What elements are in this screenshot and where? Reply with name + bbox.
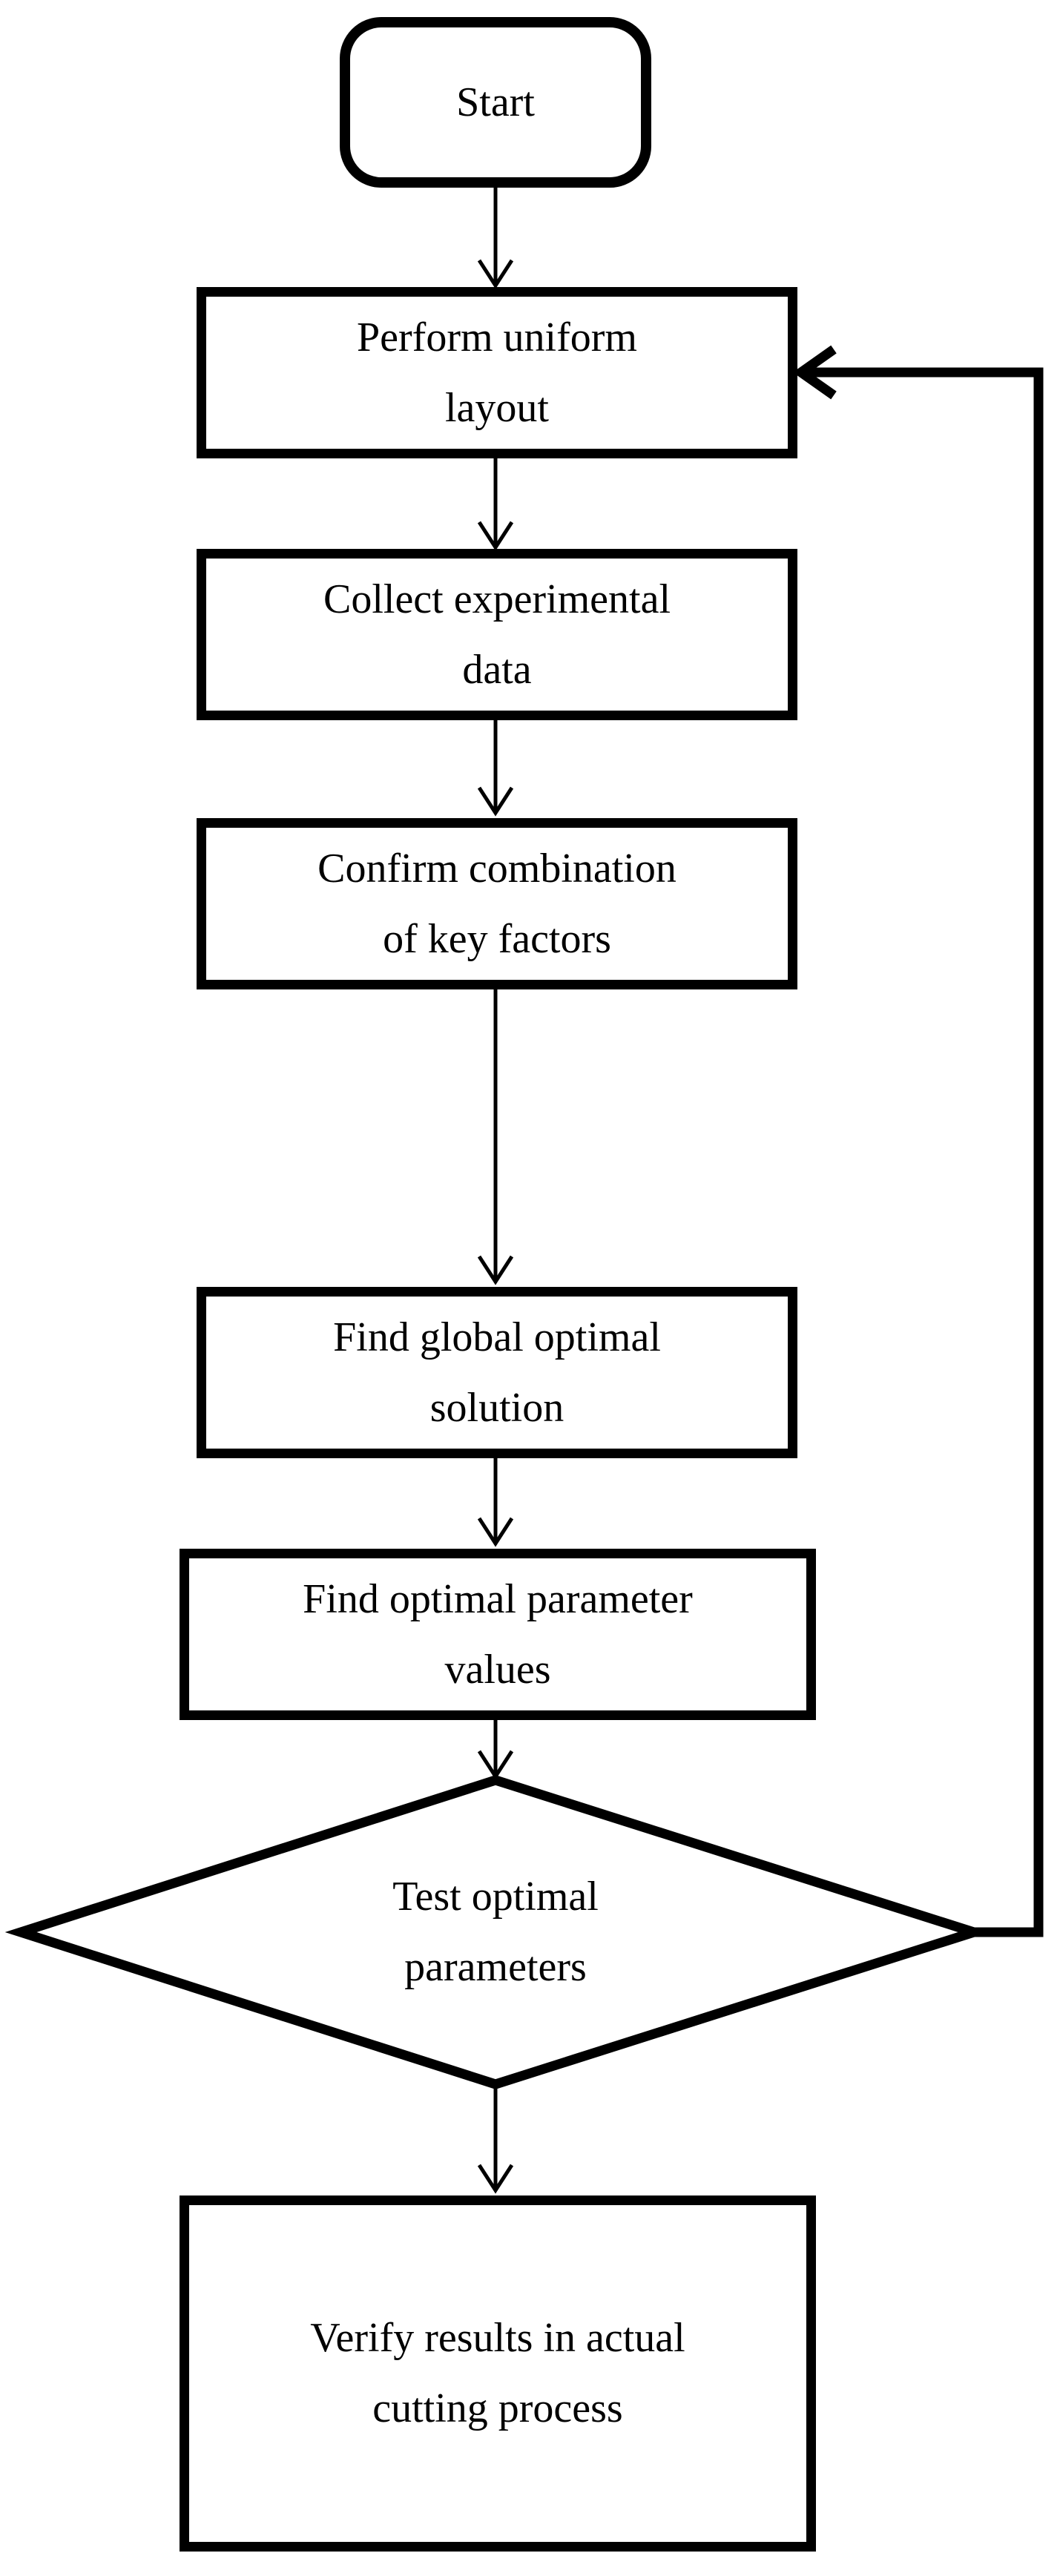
node-test-optimal-parameters: Test optimal parameters — [236, 1828, 755, 2036]
edge-find-optimal-parameter-values-to-test-optimal-parameters — [477, 1720, 514, 1780]
node-start: Start — [340, 17, 651, 188]
node-label-line: solution — [429, 1384, 564, 1431]
edge-confirm-combination-to-find-global-optimal — [477, 989, 514, 1285]
node-label-line: Test optimal — [392, 1874, 599, 1920]
node-label-line: Verify results in actual — [310, 2315, 685, 2361]
node-perform-uniform-layout: Perform uniform layout — [197, 287, 797, 458]
edge-test-optimal-parameters-to-perform-uniform-layout — [792, 345, 1044, 1937]
node-label-line: Perform uniform — [357, 314, 637, 360]
node-label-line: parameters — [404, 1944, 587, 1990]
node-label-line: layout — [445, 384, 549, 431]
decision-diamond-shape — [4, 1775, 990, 2089]
node-label-line: cutting process — [372, 2385, 623, 2431]
node-label-line: Confirm combination — [317, 845, 677, 892]
node-label-line: data — [462, 646, 532, 693]
edge-collect-experimental-data-to-confirm-combination — [477, 720, 514, 817]
node-label-line: of key factors — [383, 915, 611, 962]
edge-perform-uniform-layout-to-collect-experimental-data — [477, 458, 514, 551]
node-confirm-combination-of-key-factors: Confirm combination of key factors — [197, 818, 797, 989]
edge-start-to-perform-uniform-layout — [477, 187, 514, 289]
node-label-line: values — [444, 1646, 551, 1693]
node-label-line: Find global optimal — [333, 1314, 661, 1360]
node-find-optimal-parameter-values: Find optimal parameter values — [180, 1549, 816, 1720]
node-verify-results-in-actual-cutting-process: Verify results in actual cutting process — [180, 2195, 816, 2552]
node-label-line: Collect experimental — [323, 576, 671, 622]
edge-test-optimal-parameters-to-verify-results — [477, 2084, 514, 2194]
node-collect-experimental-data: Collect experimental data — [197, 549, 797, 720]
node-find-global-optimal-solution: Find global optimal solution — [197, 1287, 797, 1458]
edge-find-global-optimal-to-find-optimal-parameter-values — [477, 1458, 514, 1547]
node-label-line: Find optimal parameter — [303, 1575, 693, 1622]
node-start-label: Start — [456, 79, 535, 125]
